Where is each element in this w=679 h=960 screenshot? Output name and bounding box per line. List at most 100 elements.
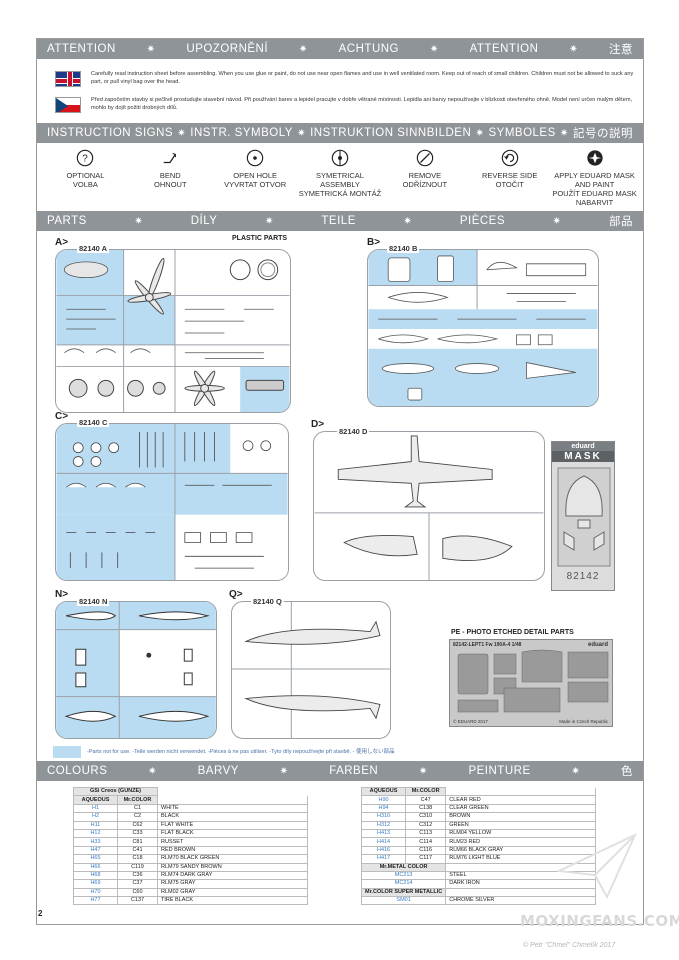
aqueous-code: H94	[360, 803, 407, 814]
svg-text:?: ?	[83, 154, 89, 165]
attention-text-en: Carefully read instruction sheet before …	[91, 71, 634, 85]
symmetrical-icon	[331, 149, 349, 167]
mrcolor-code: C37	[117, 879, 158, 889]
sign-bend-label: BEND OHNOUT	[154, 171, 187, 189]
mask-brand: eduard	[552, 442, 614, 451]
gunze-header: GSi Creos (GUNZE)	[73, 786, 158, 797]
aqueous-code: H414	[360, 837, 407, 847]
mrcolor-code: C62	[117, 820, 158, 830]
mrcolor-code: C310	[405, 812, 447, 822]
instruction-sheet: ATTENTION✷ UPOZORNĚNÍ✷ ACHTUNG✷ ATTENTIO…	[36, 38, 644, 925]
band-signs-en: INSTRUCTION SIGNS	[47, 127, 174, 139]
mrcolor-code: C1	[117, 803, 158, 814]
band-parts-jp: 部品	[608, 216, 633, 228]
colour-name: RLM79 SANDY BROWN	[157, 862, 308, 872]
pe-brand: eduard	[587, 642, 608, 648]
pe-title: PE - PHOTO ETCHED DETAIL PARTS	[451, 629, 574, 636]
paper-plane-watermark-icon	[557, 832, 637, 900]
attention-czech: Před započetím stavby si pečlivě prostud…	[55, 97, 635, 113]
colour-name: FLAT WHITE	[157, 820, 308, 830]
band-signs-jp: 記号の説明	[572, 128, 633, 140]
aqueous-code: H33	[73, 837, 118, 847]
mrcolor-code: C33	[117, 828, 158, 839]
aqueous-code: H312	[360, 820, 407, 830]
mrcolor-code: C117	[405, 854, 447, 864]
sprue-n-letter: N>	[55, 589, 69, 600]
plastic-parts-title: PLASTIC PARTS	[232, 235, 288, 242]
left-col-mrcolor: Mr.COLOR	[117, 795, 158, 805]
page-number: 2	[38, 909, 43, 918]
mask-icon	[586, 150, 603, 166]
aqueous-code: H70	[73, 887, 118, 898]
colour-name: CLEAR RED	[445, 795, 597, 805]
band-parts-en: PARTS	[47, 215, 87, 227]
band-attention-cz: UPOZORNĚNÍ	[186, 43, 269, 55]
band-signs-cz: INSTR. SYMBOLY	[190, 127, 293, 139]
mrcolor-code: C116	[405, 845, 447, 856]
metal-header: Mr.METAL COLOR	[360, 862, 447, 872]
metal-code: SM01	[360, 896, 447, 906]
sprue-a-code: 82140 A	[77, 244, 110, 253]
colour-name: RED BROWN	[157, 845, 308, 856]
aqueous-code: H1	[73, 803, 118, 814]
photo-credit: © Petr "Chmel" Chmelík 2017	[523, 942, 616, 949]
aqueous-code: H11	[73, 820, 118, 830]
colour-name: RUSSET	[157, 837, 308, 847]
site-watermark: MOXINGFANS.COM	[520, 912, 679, 930]
aqueous-code: H413	[360, 828, 407, 839]
band-attention-de: ACHTUNG	[338, 43, 400, 55]
mrcolor-code: C119	[117, 862, 158, 872]
aqueous-code: H66	[73, 862, 118, 872]
sprue-q-drawing	[232, 602, 390, 738]
colour-name: GREEN	[445, 820, 597, 830]
sprue-n-drawing	[56, 602, 216, 738]
band-parts-de: TEILE	[321, 215, 356, 227]
sign-apply-mask: APPLY EDUARD MASK AND PAINT POUŽÍT EDUAR…	[552, 149, 637, 207]
right-col-aqueous: AQUEOUS	[360, 786, 407, 797]
sprue-c-drawing	[56, 424, 288, 580]
sign-reverse-side: REVERSE SIDE OTOČIT	[467, 149, 552, 207]
band-colours-cz: BARVY	[197, 765, 239, 777]
uk-flag-icon	[55, 71, 81, 87]
aqueous-code: H12	[73, 828, 118, 839]
open-hole-icon	[246, 149, 264, 167]
sign-remove-label: REMOVE ODŘÍZNOUT	[402, 171, 448, 189]
metal-code: MC213	[360, 870, 447, 881]
sprue-d-letter: D>	[311, 419, 325, 430]
signs-band: INSTRUCTION SIGNS✷ INSTR. SYMBOLY✷ INSTR…	[37, 123, 643, 143]
mrcolor-code: C47	[405, 795, 447, 805]
mrcolor-code: C81	[117, 837, 158, 847]
pe-fret: 82142-LEPT1 Fw 190A-4 1/48 eduard © EDUA…	[449, 639, 613, 727]
pe-subtitle: Fw 190A-4 1/48	[485, 642, 522, 648]
colour-name: RLM02 GRAY	[157, 887, 308, 898]
sprue-q-letter: Q>	[229, 589, 243, 600]
sign-symmetrical: SYMETRICAL ASSEMBLY SYMETRICKÁ MONTÁŽ	[298, 149, 383, 207]
sign-open-hole: OPEN HOLE VYVRTAT OTVOR	[213, 149, 298, 207]
aqueous-code: H68	[73, 870, 118, 881]
sign-reverse-side-label: REVERSE SIDE OTOČIT	[482, 171, 538, 189]
sprue-b-drawing	[368, 250, 598, 406]
sprue-q-code: 82140 Q	[251, 597, 284, 606]
sign-symmetrical-label: SYMETRICAL ASSEMBLY SYMETRICKÁ MONTÁŽ	[298, 171, 382, 198]
sprue-d-drawing	[314, 435, 544, 580]
aqueous-code: H2	[73, 812, 118, 822]
mrcolor-code: C137	[117, 896, 158, 906]
band-parts-fr: PIÈCES	[459, 215, 506, 227]
attention-band: ATTENTION✷ UPOZORNĚNÍ✷ ACHTUNG✷ ATTENTIO…	[37, 39, 643, 59]
mrcolor-code: C113	[405, 828, 447, 839]
pe-made: Made in Czech Republic	[559, 719, 608, 724]
aqueous-code: H77	[73, 896, 118, 906]
sprue-n	[55, 601, 217, 739]
